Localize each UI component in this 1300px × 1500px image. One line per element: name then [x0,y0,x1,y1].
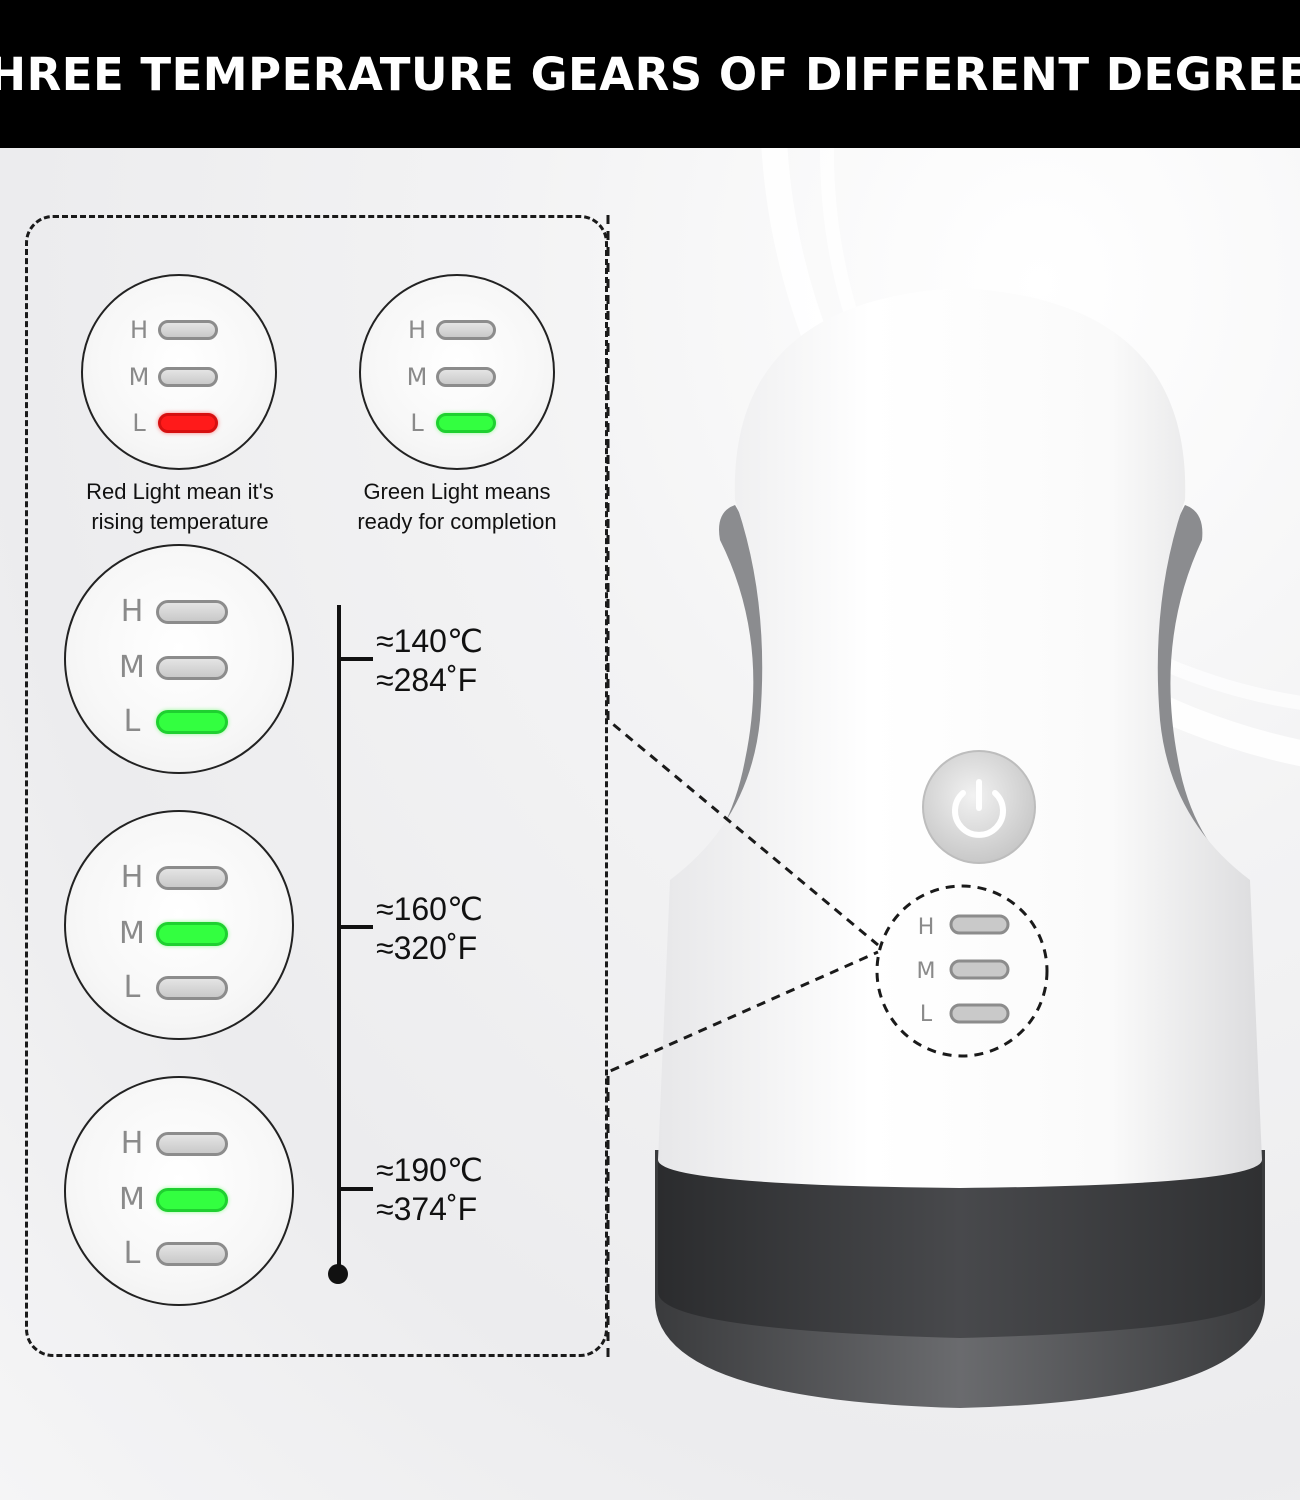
label-m: M [119,916,145,951]
light-h-off [156,599,228,624]
caption-red-light: Red Light mean it's rising temperature [86,479,274,534]
indicator-dial-green: H M L [359,274,555,470]
temperature-level-2-celsius: ≈160℃ [376,891,483,927]
light-l-off [156,975,228,1000]
device-label-m: M [917,959,936,984]
light-m-off [436,367,496,387]
light-l-off [156,1241,228,1266]
temperature-level-1: ≈140℃ ≈284˚F [376,622,483,700]
light-m-off [158,367,218,387]
header-banner: THREE TEMPERATURE GEARS OF DIFFERENT DEG… [0,0,1300,148]
temperature-level-1-fahrenheit: ≈284˚F [376,662,478,698]
label-l: L [123,970,141,1005]
device-indicator-lights: H M L [917,914,1010,1027]
label-m: M [128,363,150,391]
label-m: M [406,363,428,391]
light-m-off [156,655,228,680]
light-l-green [156,709,228,734]
power-icon [952,779,1006,838]
temperature-level-3-fahrenheit: ≈374˚F [376,1191,478,1227]
device-body [658,288,1262,1188]
info-panel [25,215,608,1357]
label-l: L [123,704,141,739]
label-h: H [407,316,427,344]
device-label-l: L [920,1002,933,1027]
light-h-off [156,1131,228,1156]
temperature-level-3-celsius: ≈190℃ [376,1152,483,1188]
light-m-green [156,921,228,946]
callout-connector-top [606,215,879,947]
temperature-level-2: ≈160℃ ≈320˚F [376,890,483,968]
label-h: H [120,594,144,629]
label-h: H [120,860,144,895]
light-l-green [436,413,496,433]
temperature-scale-line [337,605,341,1272]
temperature-tick-2 [339,925,373,929]
temperature-tick-1 [339,657,373,661]
temperature-level-2-fahrenheit: ≈320˚F [376,930,478,966]
label-m: M [119,1182,145,1217]
level-dial-medium: H M L [64,810,294,1040]
page-title: THREE TEMPERATURE GEARS OF DIFFERENT DEG… [0,47,1300,101]
label-l: L [123,1236,141,1271]
temperature-tick-3 [339,1187,373,1191]
temperature-scale-end-dot [328,1264,348,1284]
temperature-level-3: ≈190℃ ≈374˚F [376,1151,483,1229]
device-base-ring [658,1160,1262,1338]
level-dial-high: H M L [64,1076,294,1306]
light-m-green [156,1187,228,1212]
temperature-level-1-celsius: ≈140℃ [376,623,483,659]
indicator-dial-red: H M L [81,274,277,470]
light-h-off [156,865,228,890]
device-label-h: H [918,915,935,940]
caption-green-light: Green Light means ready for completion [357,479,557,534]
light-h-off [436,320,496,340]
label-h: H [120,1126,144,1161]
label-l: L [132,409,146,437]
label-l: L [410,409,424,437]
label-m: M [119,650,145,685]
indicator-callout-circle [875,884,1049,1058]
level-dial-low: H M L [64,544,294,774]
label-h: H [129,316,149,344]
light-h-off [158,320,218,340]
light-l-red [158,413,218,433]
callout-connector-bottom [606,950,879,1357]
